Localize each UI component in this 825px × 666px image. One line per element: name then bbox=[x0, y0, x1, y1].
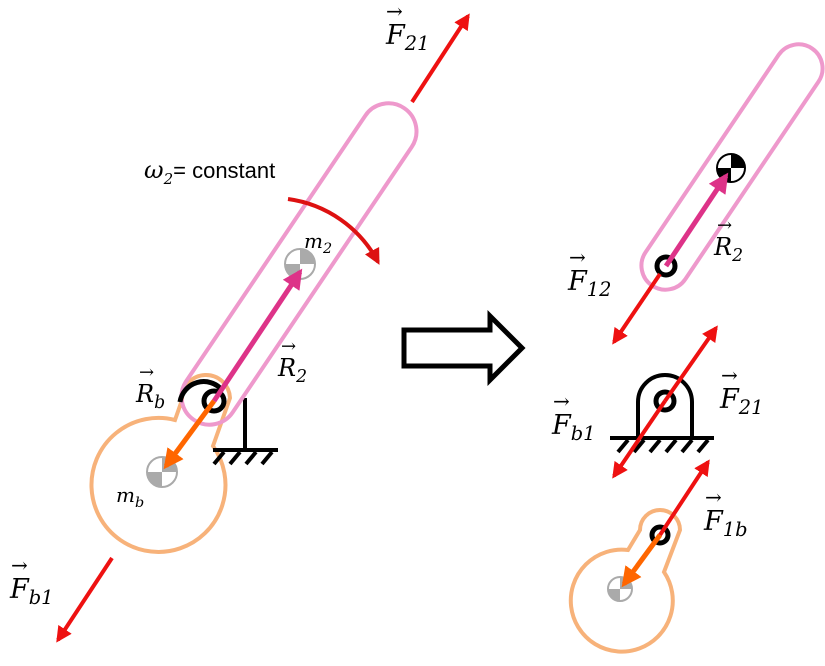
rb-vector-left bbox=[163, 399, 217, 470]
label-r2-right: R2 bbox=[713, 233, 743, 266]
label-omega: ω2= constant bbox=[144, 156, 275, 188]
r2-vector-left bbox=[211, 268, 303, 403]
vector-overarrow: → bbox=[721, 363, 738, 387]
omega-arrow-icon bbox=[287, 197, 380, 265]
transition-arrow-icon bbox=[401, 309, 526, 387]
label-r2-left: R2 bbox=[277, 354, 307, 387]
vector-overarrow: → bbox=[281, 336, 296, 357]
label-fb1-left: Fb1 bbox=[9, 574, 54, 609]
vector-overarrow: → bbox=[386, 0, 403, 23]
f1b-force bbox=[658, 459, 710, 537]
label-f1b: F1b bbox=[703, 506, 748, 541]
com-mb-icon bbox=[146, 456, 178, 488]
label-fb1-right: Fb1 bbox=[551, 410, 596, 445]
ground-support-left bbox=[212, 398, 278, 466]
f21-force-left bbox=[410, 13, 470, 104]
label-mb: mb bbox=[116, 483, 144, 511]
label-f21-right: F21 bbox=[719, 384, 763, 419]
vector-overarrow: → bbox=[705, 485, 722, 509]
label-f12: F12 bbox=[567, 266, 611, 301]
vector-overarrow: → bbox=[569, 245, 586, 269]
f21-force-right bbox=[663, 325, 718, 403]
com-link-fbd-icon bbox=[716, 153, 746, 183]
fb1-force-left bbox=[56, 556, 114, 643]
left-assembly: F21 → ω2= constant m2 R2 → Rb → mb Fb1 → bbox=[9, 0, 470, 643]
vector-overarrow: → bbox=[139, 362, 154, 383]
vector-overarrow: → bbox=[11, 553, 28, 577]
link-2-left bbox=[179, 101, 419, 427]
crank-body-fbd bbox=[568, 508, 683, 654]
right-fbds: R2 → F12 → F21 → Fb1 → F1b → bbox=[551, 42, 825, 654]
f12-force bbox=[612, 272, 662, 345]
r2-vector-right bbox=[663, 172, 729, 268]
label-rb-left: Rb bbox=[135, 380, 165, 413]
ground-fbd bbox=[610, 373, 714, 454]
crank-body-left bbox=[89, 373, 233, 554]
vector-overarrow: → bbox=[553, 389, 570, 413]
rb-vector-fbd bbox=[621, 533, 663, 588]
fb1-force-right bbox=[612, 399, 667, 479]
vector-overarrow: → bbox=[717, 215, 732, 236]
label-f21-top: F21 bbox=[385, 20, 429, 55]
label-m2: m2 bbox=[304, 229, 332, 257]
